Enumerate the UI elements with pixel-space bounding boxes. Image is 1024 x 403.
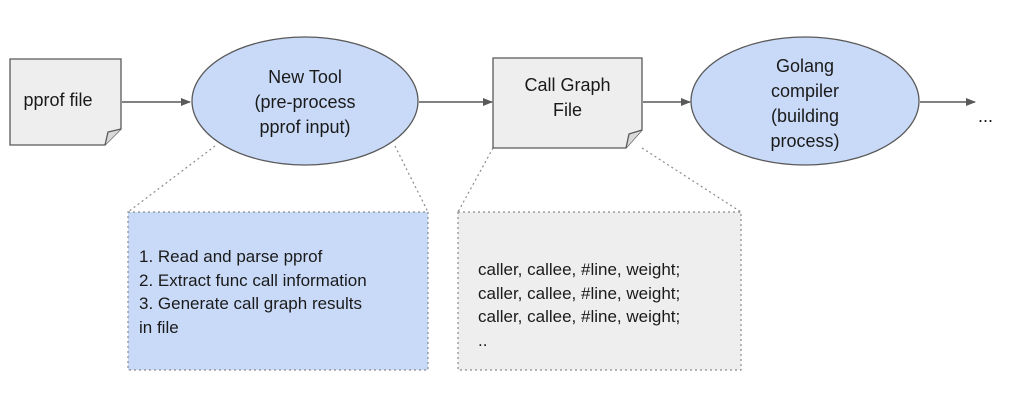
new-tool-step-1: 1. Read and parse pprof	[139, 247, 323, 266]
call-graph-format-line-4: ..	[478, 330, 488, 350]
pprof-file-document-fold	[104, 128, 122, 146]
new-tool-step-3-continued: in file	[139, 317, 179, 337]
new-tool-process-shape	[191, 36, 419, 166]
call-graph-file-document-fold	[625, 129, 643, 149]
call-graph-file-label: Call Graph File	[493, 73, 642, 123]
continuation-ellipsis: ...	[978, 106, 994, 126]
call-graph-file-label-line-2: File	[552, 100, 582, 120]
new-tool-callout-line-left	[127, 145, 216, 213]
golang-compiler-label-line-1: Golang	[775, 56, 835, 76]
golang-compiler-process-shape	[690, 36, 920, 166]
new-tool-label-line-1: New Tool	[268, 67, 342, 87]
call-graph-callout-line-right	[641, 147, 742, 213]
golang-compiler-label-line-3: (building	[770, 106, 840, 126]
new-tool-step-3: 3. Generate call graph results	[139, 294, 363, 313]
golang-compiler-label-line-4: process)	[770, 131, 840, 151]
golang-compiler-label: Golang compiler (building process)	[705, 54, 905, 154]
call-graph-format-line-2: caller, callee, #line, weight;	[478, 283, 681, 303]
golang-compiler-label-line-2: compiler	[770, 81, 840, 101]
call-graph-format-line-1: caller, callee, #line, weight;	[478, 260, 681, 279]
call-graph-format-line-3: caller, callee, #line, weight;	[478, 307, 681, 326]
pprof-file-label: pprof file	[23, 90, 93, 110]
new-tool-step-2: 2. Extract func call information	[139, 270, 367, 290]
new-tool-label-line-2: (pre-process	[254, 92, 356, 112]
call-graph-file-label-line-1: Call Graph	[524, 75, 611, 95]
new-tool-steps-box	[127, 211, 429, 371]
call-graph-format-box	[457, 211, 742, 371]
call-graph-callout-line-left	[457, 147, 494, 213]
new-tool-label-line-3: pprof input)	[259, 117, 351, 137]
call-graph-format-text: caller, callee, #line, weight; caller, c…	[478, 258, 736, 352]
new-tool-label: New Tool (pre-process pprof input)	[205, 65, 405, 140]
new-tool-steps-text: 1. Read and parse pprof 2. Extract func …	[139, 245, 424, 339]
new-tool-callout-line-right	[394, 145, 429, 213]
